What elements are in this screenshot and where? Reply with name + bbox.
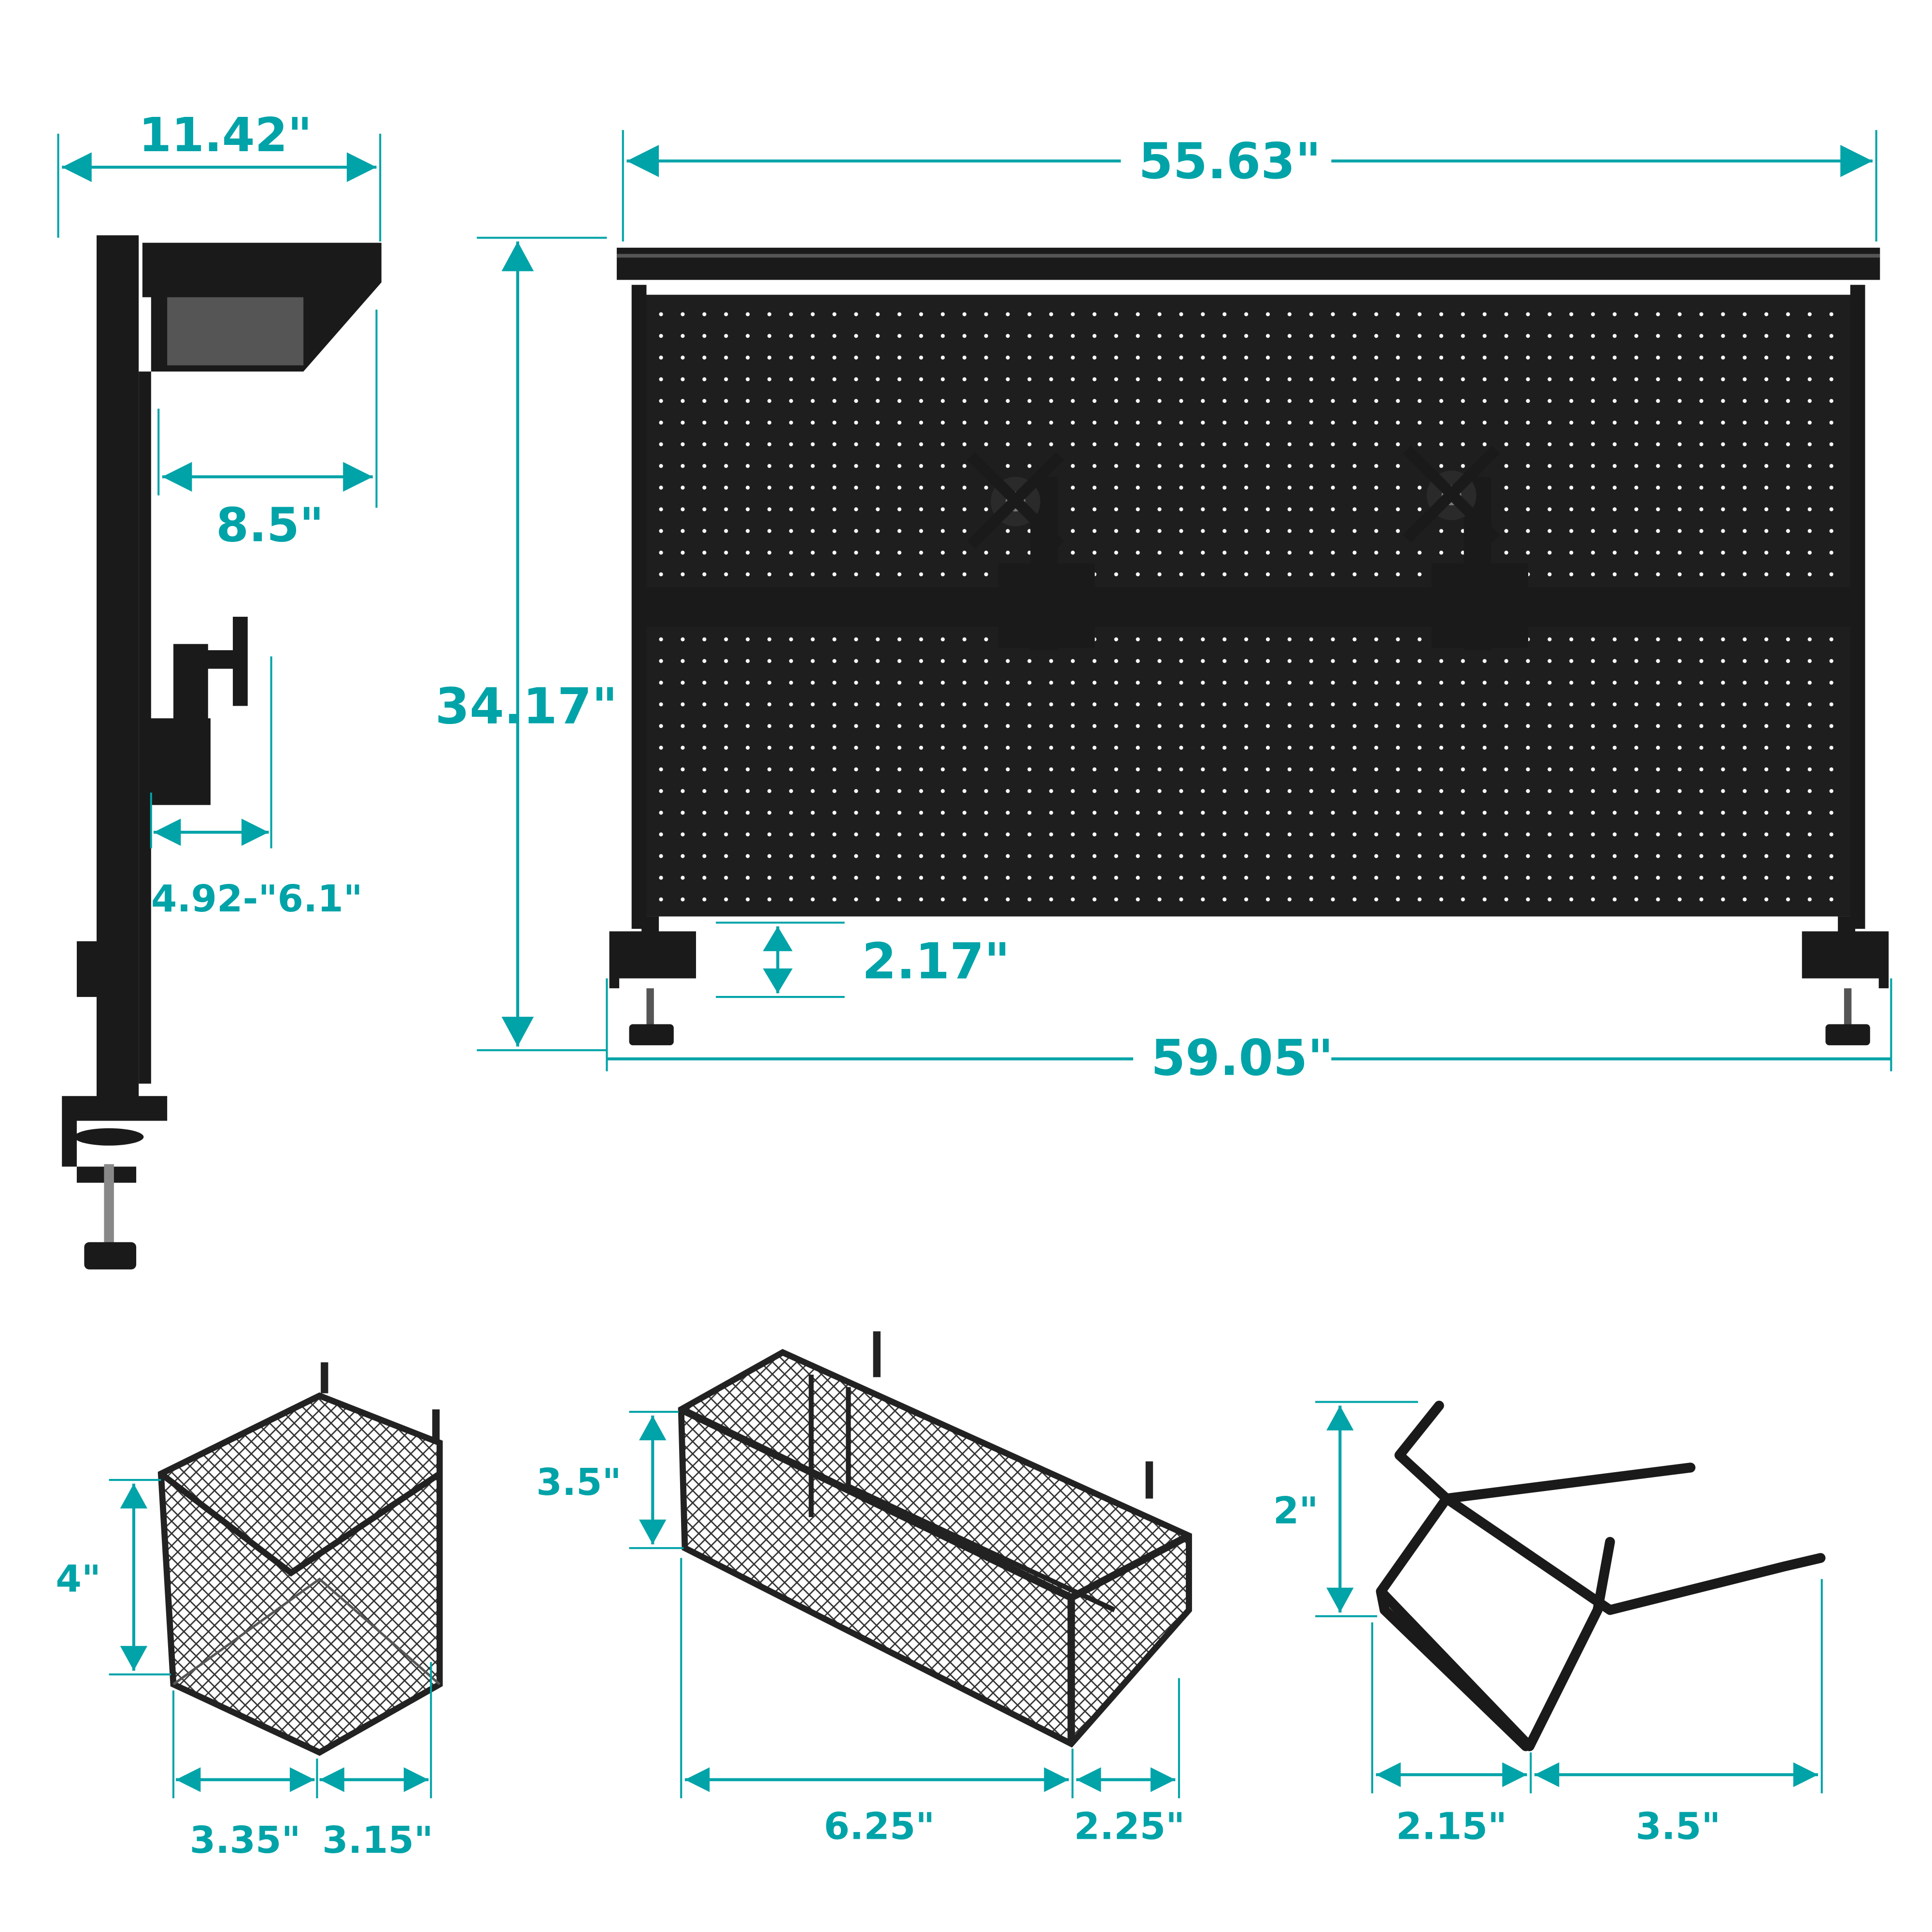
small-basket-height-label: 4" [56, 1558, 101, 1601]
side-monitor-arm [148, 616, 248, 805]
side-post [97, 235, 139, 1103]
monitor-crossbar [638, 587, 1859, 627]
monitor-mount-left [967, 452, 1095, 651]
long-basket-height-label: 3.5" [536, 1461, 621, 1504]
shelf-underside [167, 297, 304, 366]
arm-offset-label: 4.92-"6.1" [151, 878, 363, 921]
top-width-label: 55.63" [1138, 133, 1321, 190]
clamp-gap-label: 2.17" [862, 933, 1010, 991]
side-clamp [62, 941, 168, 1270]
monitor-mount-right [1403, 445, 1529, 651]
small-basket-depth-label: 3.15" [322, 1819, 433, 1862]
height-label: 34.17" [435, 678, 618, 735]
hook-length-label: 3.5" [1635, 1805, 1720, 1848]
long-basket-depth-label: 2.25" [1074, 1805, 1185, 1848]
front-view: 55.63" 34.17" 2.17" 59.05" [435, 130, 1892, 1087]
shelf-depth-label: 8.5" [216, 498, 324, 553]
desk-top-shelf [616, 247, 1880, 280]
small-basket-width-label: 3.35" [190, 1819, 301, 1862]
side-view: 11.42" 8.5" 4.92-"6.1" [57, 108, 382, 1270]
pegboard-hook: 2" 2.15" 3.5" [1273, 1401, 1826, 1848]
overall-width-label: 59.05" [1151, 1030, 1334, 1087]
side-depth-label: 11.42" [139, 108, 312, 162]
long-basket: 3.5" 6.25" 2.25" [536, 1331, 1192, 1848]
hook-height-label: 2" [1273, 1490, 1319, 1533]
hook-width-label: 2.15" [1396, 1805, 1507, 1848]
front-clamp-right [1802, 916, 1889, 1046]
long-basket-width-label: 6.25" [824, 1805, 935, 1848]
small-basket: 4" 3.35" 3.15" [56, 1362, 443, 1862]
front-clamp-left [609, 916, 696, 1046]
